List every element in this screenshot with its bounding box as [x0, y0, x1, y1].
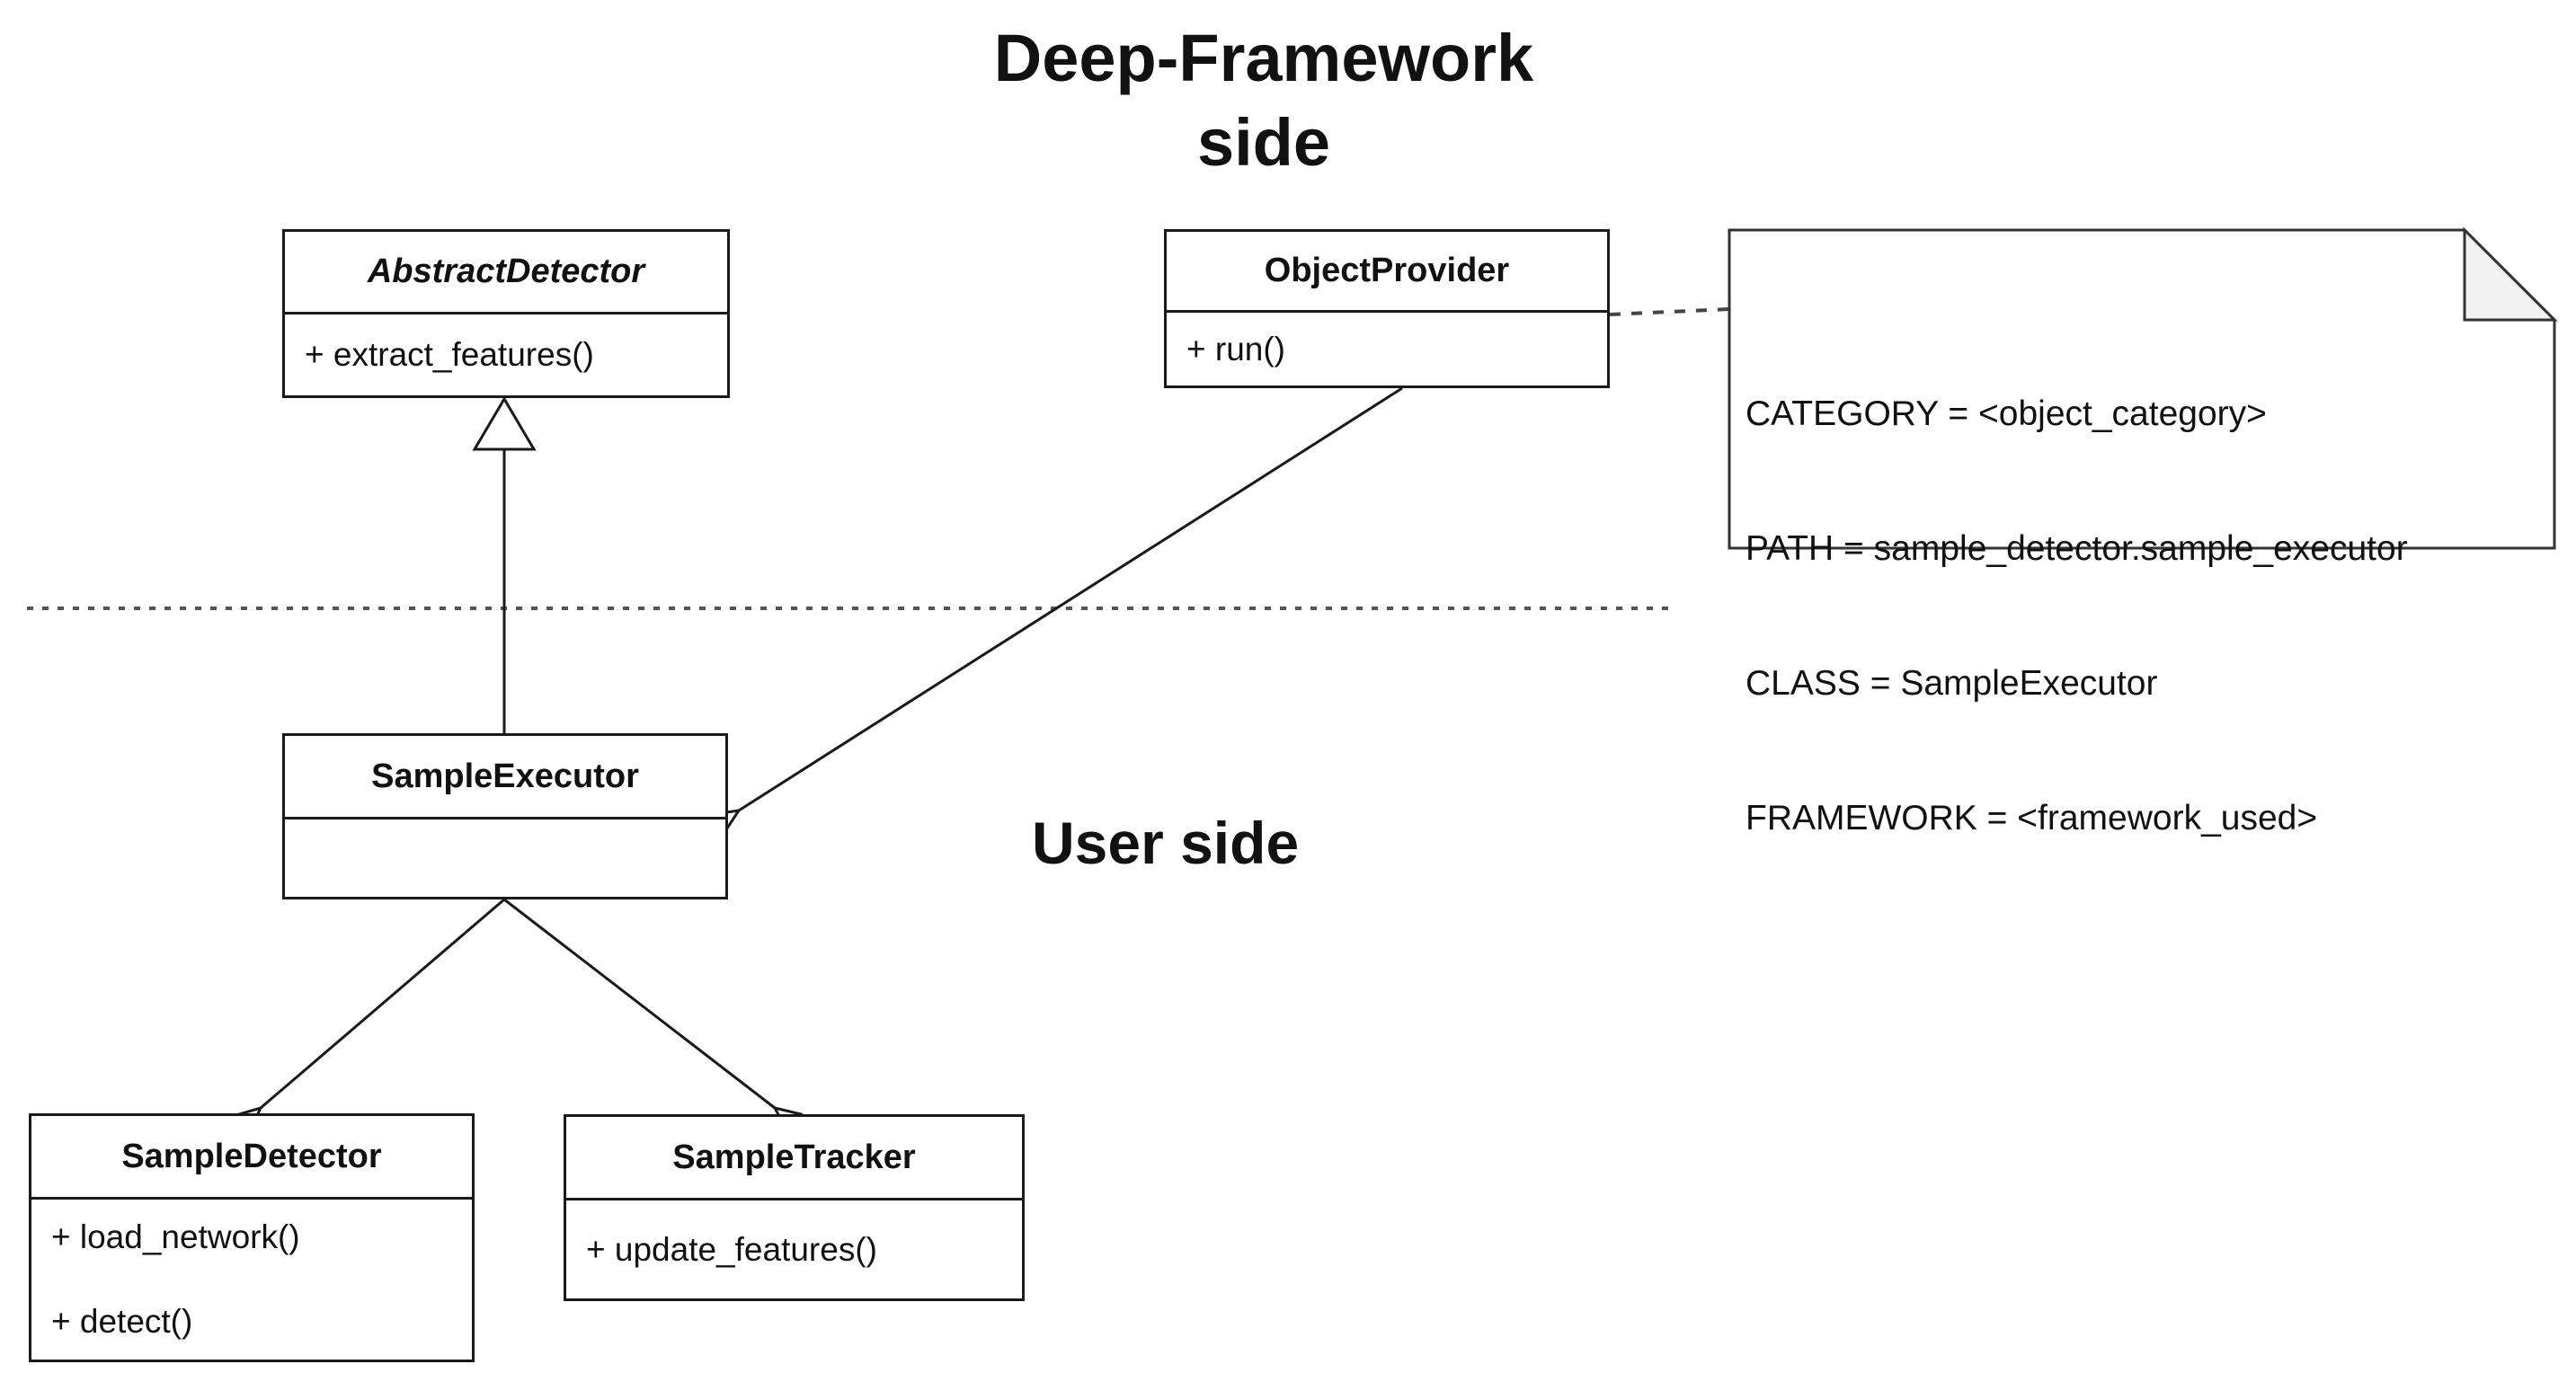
class-box-sampletracker: SampleTracker + update_features() [564, 1114, 1025, 1301]
method-update-features: + update_features() [586, 1230, 877, 1268]
class-methods-sampleexecutor [285, 819, 725, 897]
class-methods-sampledetector: + load_network() + detect() [31, 1200, 472, 1360]
sampleexecutor-to-sampledetector-line [261, 898, 505, 1108]
class-box-sampleexecutor: SampleExecutor [282, 733, 728, 899]
class-name-sampledetector: SampleDetector [31, 1116, 472, 1200]
class-name-objectprovider: ObjectProvider [1167, 232, 1607, 313]
class-box-objectprovider: ObjectProvider + run() [1164, 229, 1610, 388]
class-name-sampletracker: SampleTracker [566, 1117, 1022, 1200]
note-shape [1728, 228, 2556, 550]
class-box-sampledetector: SampleDetector + load_network() + detect… [29, 1113, 475, 1362]
note-link-line [1609, 307, 1730, 316]
deep-framework-side-label: Deep-Framework side [993, 21, 1534, 180]
class-box-abstractdetector: AbstractDetector + extract_features() [282, 229, 730, 398]
note-fold-corner [2463, 226, 2558, 322]
inheritance-triangle-arrowhead [472, 396, 537, 451]
note-line-category: CATEGORY = <object_category> [1745, 394, 2267, 433]
sampleexecutor-to-sampletracker-line [503, 898, 775, 1108]
method-load-network: + load_network() [51, 1218, 300, 1255]
class-methods-sampletracker: + update_features() [566, 1200, 1022, 1298]
user-side-label: User side [1032, 810, 1300, 876]
method-run: + run() [1186, 330, 1286, 368]
class-name-abstractdetector: AbstractDetector [285, 232, 727, 314]
method-extract-features: + extract_features() [305, 336, 594, 373]
note-line-framework: FRAMEWORK = <framework_used> [1745, 799, 2318, 837]
class-methods-objectprovider: + run() [1167, 313, 1607, 385]
note-text: CATEGORY = <object_category> PATH = samp… [1745, 302, 2536, 931]
class-name-sampleexecutor: SampleExecutor [285, 736, 725, 819]
note-line-class: CLASS = SampleExecutor [1745, 664, 2158, 703]
method-detect: + detect() [51, 1303, 193, 1340]
objectprovider-to-sampleexecutor-line [739, 386, 1403, 811]
note-line-path: PATH = sample_detector.sample_executor [1745, 529, 2408, 568]
class-methods-abstractdetector: + extract_features() [285, 314, 727, 395]
